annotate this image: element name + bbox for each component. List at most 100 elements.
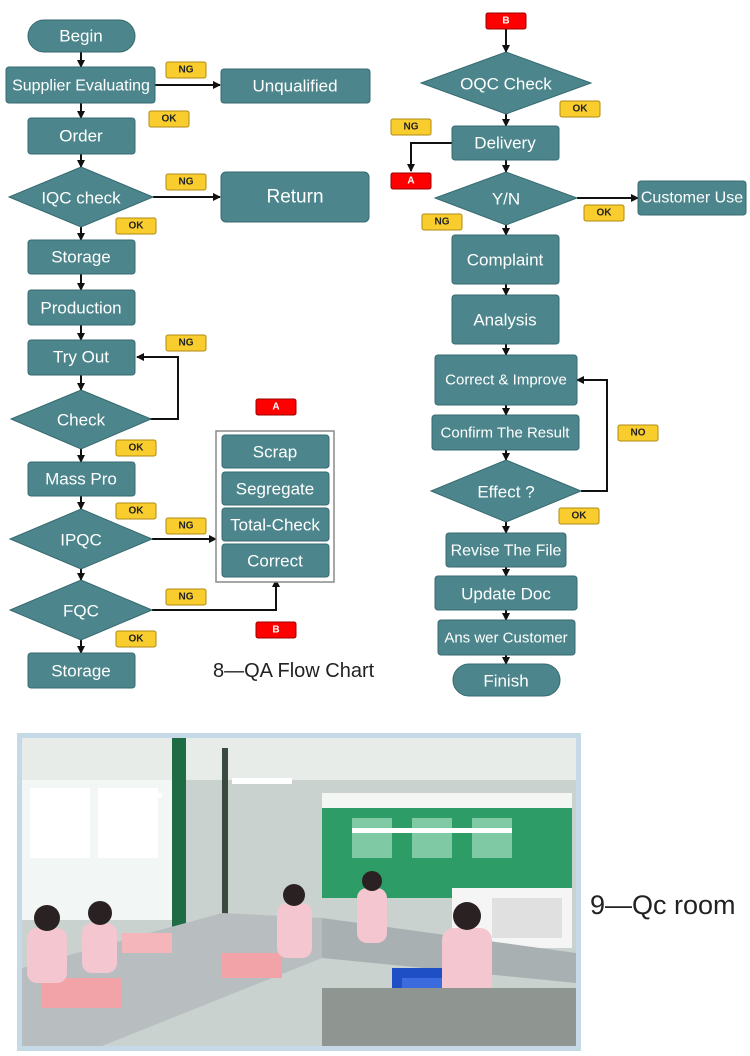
tag-ng-check-text: NG <box>179 338 194 349</box>
node-unqualified <box>220 68 371 104</box>
tag-ok-check <box>115 439 157 457</box>
label-fqc: FQC <box>63 602 99 621</box>
label-return: Return <box>266 187 323 208</box>
label-iqc-check: IQC check <box>41 189 121 208</box>
tag-ng-ipqc <box>165 517 207 535</box>
tag-b-start-text: B <box>502 16 509 27</box>
tag-no-effect <box>617 424 659 442</box>
label-scrap: Scrap <box>253 443 297 462</box>
tag-ok-yn-text: OK <box>597 208 613 219</box>
flow-chart-caption: 8—QA Flow Chart <box>213 660 375 682</box>
tag-ok-supplier-text: OK <box>162 114 178 125</box>
tag-ng-check <box>165 334 207 352</box>
label-oqc-check: OQC Check <box>460 75 552 94</box>
label-mass-pro: Mass Pro <box>45 470 117 489</box>
action-total-check <box>221 507 330 542</box>
qc-room-photo <box>17 733 581 1051</box>
action-correct <box>221 543 330 578</box>
tag-ng-yn <box>421 213 463 231</box>
tag-ok-iqc <box>115 217 157 235</box>
node-yn <box>433 171 579 226</box>
label-begin: Begin <box>59 27 102 46</box>
node-correct-improve <box>434 354 578 406</box>
label-complaint: Complaint <box>467 251 544 270</box>
tag-a-actions-text: A <box>272 402 279 413</box>
label-production: Production <box>40 299 121 318</box>
tag-ok-iqc-text: OK <box>129 221 145 232</box>
label-delivery: Delivery <box>474 134 536 153</box>
label-total-check: Total-Check <box>230 516 320 535</box>
tag-ng-delivery-text: NG <box>404 122 419 133</box>
label-correct-improve: Correct & Improve <box>445 372 567 389</box>
edge-check-ng-loop <box>136 353 179 420</box>
node-customer-use <box>637 180 747 216</box>
node-check <box>9 389 153 450</box>
node-return <box>220 171 370 223</box>
tag-ng-iqc-text: NG <box>179 177 194 188</box>
tag-ok-masspro <box>115 502 157 520</box>
label-order: Order <box>59 127 103 146</box>
qc-room-photo-illustration <box>22 738 576 1046</box>
node-complaint <box>451 234 560 285</box>
tag-ok-effect <box>558 507 600 525</box>
tag-ng-supplier <box>165 61 207 79</box>
label-unqualified: Unqualified <box>252 77 337 96</box>
tag-ok-oqc <box>559 100 601 118</box>
tag-b-actions-text: B <box>272 625 279 636</box>
label-yn: Y/N <box>492 190 520 209</box>
edge-delivery-a <box>407 142 452 172</box>
label-storage-2: Storage <box>51 662 111 681</box>
edge-effect-no-loop <box>576 376 608 492</box>
label-segregate: Segregate <box>236 480 314 499</box>
label-correct: Correct <box>247 552 303 571</box>
node-update-doc <box>434 575 578 611</box>
tag-a-delivery-text: A <box>407 176 414 187</box>
node-order <box>27 117 136 155</box>
node-revise-file <box>445 532 567 568</box>
tag-no-effect-text: NO <box>631 428 646 439</box>
action-scrap <box>221 434 330 469</box>
node-oqc-check <box>419 51 593 115</box>
label-analysis: Analysis <box>473 311 536 330</box>
label-update-doc: Update Doc <box>461 585 551 604</box>
node-finish <box>452 663 561 697</box>
node-mass-pro <box>27 461 136 497</box>
tag-ng-fqc-text: NG <box>179 592 194 603</box>
node-effect <box>429 459 583 523</box>
tag-ng-ipqc-text: NG <box>179 521 194 532</box>
tag-ok-fqc <box>115 630 157 648</box>
node-storage-1 <box>27 239 136 275</box>
node-answer-customer <box>437 619 576 656</box>
tag-b-actions <box>255 621 297 639</box>
label-revise-file: Revise The File <box>451 543 562 560</box>
node-iqc-check <box>7 166 155 228</box>
node-production <box>27 289 136 326</box>
node-analysis <box>451 294 560 345</box>
tag-ng-fqc <box>165 588 207 606</box>
node-begin <box>27 19 136 53</box>
tag-ng-supplier-text: NG <box>179 65 194 76</box>
tag-ok-supplier <box>148 110 190 128</box>
node-supplier-evaluating <box>5 66 156 104</box>
label-confirm-result: Confirm The Result <box>441 425 571 442</box>
label-try-out: Try Out <box>53 348 109 367</box>
tag-ok-masspro-text: OK <box>129 506 145 517</box>
node-ipqc <box>8 508 154 570</box>
tag-ok-effect-text: OK <box>572 511 588 522</box>
edge-fqc-actions <box>152 579 280 611</box>
label-customer-use: Customer Use <box>641 190 743 207</box>
tag-a-actions <box>255 398 297 416</box>
node-fqc <box>8 579 154 641</box>
label-answer-customer: Ans wer Customer <box>444 630 567 647</box>
tag-ok-check-text: OK <box>129 443 145 454</box>
qc-room-caption: 9—Qc room <box>590 890 736 920</box>
label-supplier-evaluating: Supplier Evaluating <box>12 78 150 95</box>
node-delivery <box>451 125 560 161</box>
qa-flow-chart: Begin Supplier Evaluating Unqualified Or… <box>5 12 747 697</box>
label-check: Check <box>57 411 106 430</box>
tag-ok-oqc-text: OK <box>573 104 589 115</box>
node-confirm-result <box>431 414 580 451</box>
label-storage-1: Storage <box>51 248 111 267</box>
tag-ok-fqc-text: OK <box>129 634 145 645</box>
tag-ng-delivery <box>390 118 432 136</box>
